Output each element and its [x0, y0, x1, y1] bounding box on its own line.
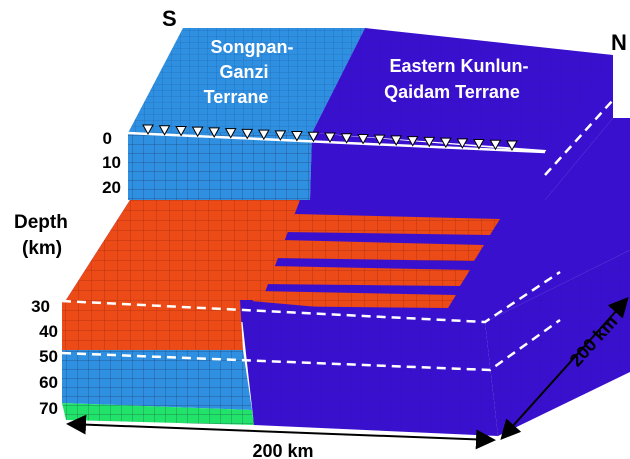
length-arrow: [500, 297, 629, 440]
depth-tick-10: 10: [102, 153, 121, 172]
seismic-station-triangle: [390, 135, 403, 146]
seismic-station-triangle: [224, 128, 237, 139]
songpan-label-line1: Songpan-: [211, 37, 294, 57]
depth-tick-30: 30: [31, 297, 50, 316]
depth-axis-title-line1: Depth: [14, 212, 68, 233]
seismic-station-triangle: [373, 134, 386, 146]
songpan-label-line2: Ganzi: [219, 62, 268, 82]
seismic-station-triangle: [175, 125, 187, 137]
seismic-station-triangle: [439, 137, 452, 149]
seismic-station-triangle: [291, 131, 303, 142]
depth-tick-70: 70: [39, 399, 58, 418]
width-arrow: [66, 414, 496, 450]
boundary-top-side-line: [544, 99, 614, 176]
seismic-station-triangle: [406, 136, 419, 147]
seismic-station-triangle: [257, 129, 270, 141]
depth-tick-50: 50: [39, 347, 58, 366]
seismic-station-triangle: [191, 126, 204, 138]
depth-tick-0: 0: [103, 129, 112, 148]
seismic-station-triangle: [423, 136, 436, 148]
boundary-30km-line: [61, 270, 561, 324]
seismic-station-triangle: [142, 124, 154, 136]
seismic-station-triangle: [208, 127, 221, 138]
seismic-station-triangle: [473, 139, 485, 150]
seismic-station-triangle: [274, 130, 287, 141]
depth-tick-60: 60: [39, 373, 58, 392]
seismic-station-triangle: [307, 131, 320, 143]
seismic-station-triangle: [340, 133, 353, 144]
seismic-station-triangle: [506, 140, 518, 152]
seismic-station-triangle: [158, 125, 171, 136]
seismic-station-triangle: [357, 133, 369, 145]
south-label: S: [162, 6, 177, 31]
upper-right-side: [545, 55, 613, 200]
kunlun-label-line1: Eastern Kunlun-: [389, 56, 528, 76]
seismic-station-triangle: [241, 128, 254, 140]
seismic-station-markers: [142, 124, 518, 152]
depth-axis-title-line2: (km): [22, 238, 62, 259]
depth-tick-20: 20: [102, 178, 121, 197]
kunlun-label-line2: Qaidam Terrane: [384, 82, 520, 102]
seismic-station-triangle: [456, 138, 469, 149]
seismic-station-triangle: [324, 132, 336, 144]
width-dimension-label: 200 km: [252, 441, 313, 459]
depth-tick-40: 40: [39, 322, 58, 341]
north-label: N: [611, 30, 627, 55]
songpan-label-line3: Terrane: [204, 87, 269, 107]
seismic-station-triangle: [489, 139, 502, 151]
